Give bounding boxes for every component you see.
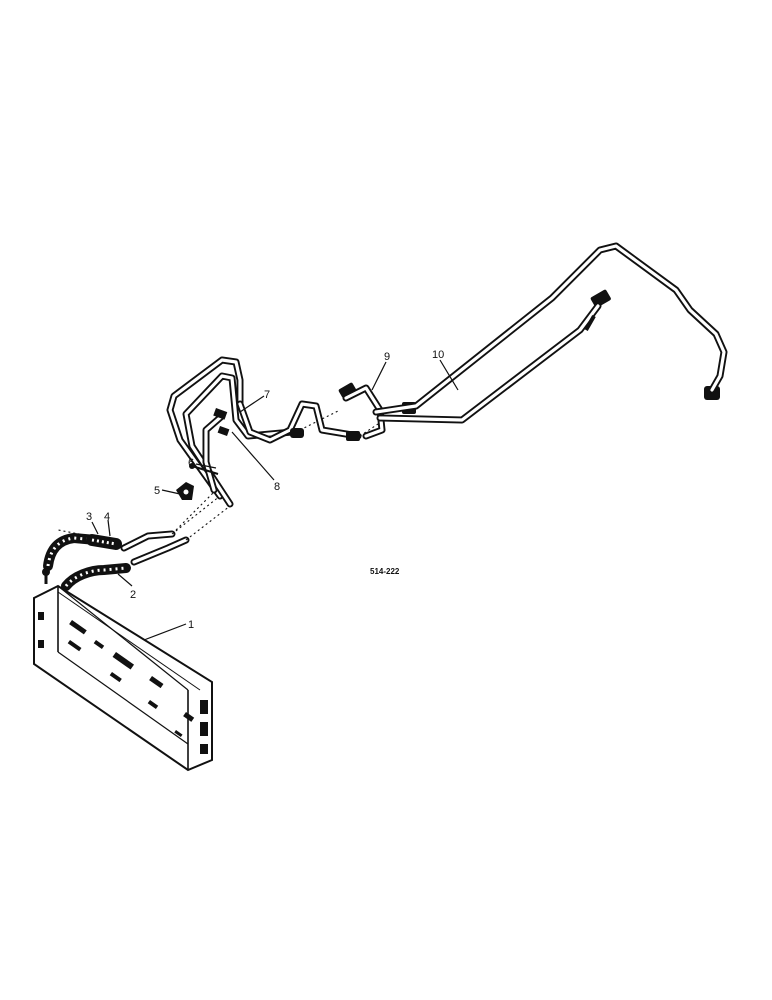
callout-5: 5	[154, 485, 160, 497]
tube-stubs	[120, 530, 190, 566]
callout-3: 3	[86, 511, 92, 523]
callout-7: 7	[264, 389, 270, 401]
callouts: 1 2 3 4 5 6 7 8 9 10	[86, 349, 444, 631]
dashed-connections	[57, 409, 385, 541]
callout-9: 9	[384, 351, 390, 363]
callout-10: 10	[432, 349, 444, 361]
callout-8: 8	[274, 481, 280, 493]
reference-code: 514-222	[370, 567, 400, 576]
callout-4: 4	[104, 511, 110, 523]
leader-lines	[91, 359, 459, 641]
hose-2	[61, 563, 131, 591]
hose-4	[86, 534, 122, 550]
tube-10	[372, 242, 728, 416]
oil-cooler	[33, 584, 213, 772]
callout-2: 2	[130, 589, 136, 601]
hose-3	[42, 532, 101, 584]
tube-bundle	[166, 356, 362, 508]
tube-9	[342, 302, 602, 440]
bolt	[189, 463, 219, 475]
clamp	[176, 482, 194, 500]
cooler-fins	[38, 612, 208, 754]
callout-6: 6	[188, 457, 194, 469]
callout-1: 1	[188, 619, 194, 631]
